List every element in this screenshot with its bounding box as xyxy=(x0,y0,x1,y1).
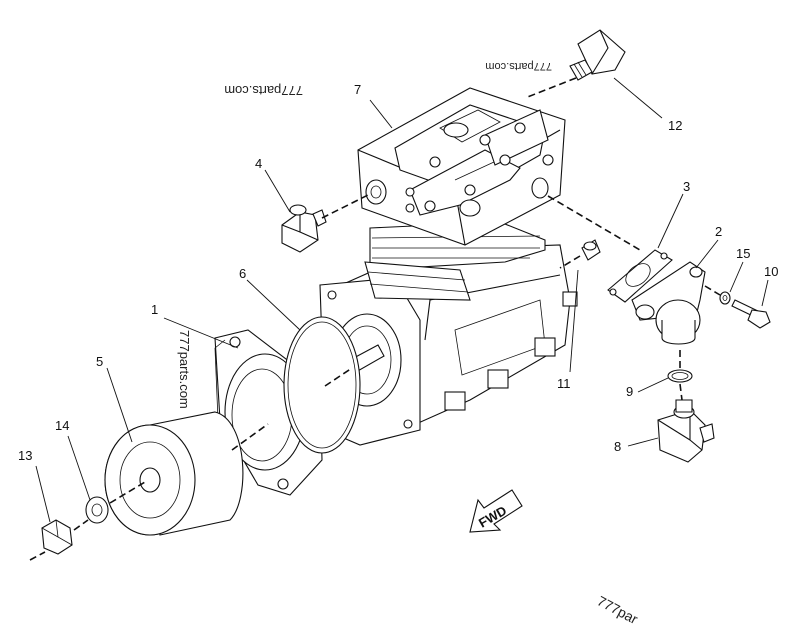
o-ring-6 xyxy=(283,316,361,454)
callout-4: 4 xyxy=(255,156,262,171)
callout-2: 2 xyxy=(715,224,722,239)
callout-15: 15 xyxy=(736,246,750,261)
washer-14 xyxy=(85,496,109,524)
watermark-top-left: 777parts.com xyxy=(224,83,303,98)
callout-labels: 1 2 3 4 5 6 7 8 9 10 11 12 13 14 15 xyxy=(18,82,778,463)
centerline-11 xyxy=(559,255,581,269)
fitting-8 xyxy=(657,399,715,463)
fitting-12 xyxy=(569,29,626,81)
callout-11: 11 xyxy=(557,376,571,391)
callout-12: 12 xyxy=(668,118,682,133)
centerline-2 xyxy=(547,195,641,251)
centerline-drive xyxy=(29,551,46,561)
drive-gear-5 xyxy=(104,411,244,536)
callout-14: 14 xyxy=(55,418,69,433)
washer-15 xyxy=(719,291,731,305)
fitting-4 xyxy=(281,204,327,253)
o-ring-9 xyxy=(667,369,693,383)
callout-10: 10 xyxy=(764,264,778,279)
centerline-drive-5 xyxy=(324,367,353,387)
nut-13 xyxy=(41,519,73,555)
callout-6: 6 xyxy=(239,266,246,281)
watermark-top-center: 777parts.com xyxy=(485,60,552,72)
centerline-drive-4 xyxy=(231,423,269,451)
centerline-15 xyxy=(704,285,721,296)
elbow-housing-2 xyxy=(631,261,706,345)
plug-11 xyxy=(581,239,601,261)
leader-lines xyxy=(35,77,769,523)
callout-3: 3 xyxy=(683,179,690,194)
watermark-left-vertical: 777parts.com xyxy=(177,330,192,409)
centerline-4 xyxy=(321,194,369,219)
callout-8: 8 xyxy=(614,439,621,454)
forward-arrow: FWD xyxy=(469,489,523,533)
callout-13: 13 xyxy=(18,448,32,463)
centerline-drive-3 xyxy=(109,481,146,504)
centerline-8 xyxy=(679,383,683,401)
compressor-body xyxy=(319,87,578,446)
callout-1: 1 xyxy=(151,302,158,317)
gasket-3 xyxy=(607,249,673,303)
bolt-10 xyxy=(731,299,771,329)
centerline-12 xyxy=(524,77,577,99)
callout-7: 7 xyxy=(354,82,361,97)
callout-5: 5 xyxy=(96,354,103,369)
callout-9: 9 xyxy=(626,384,633,399)
watermark-bottom-right: 777par xyxy=(595,593,641,627)
centerline-drive-2 xyxy=(73,519,89,531)
